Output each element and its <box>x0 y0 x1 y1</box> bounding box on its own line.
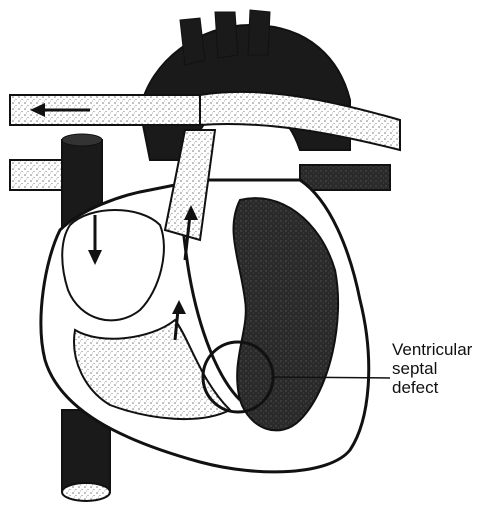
defect-label-line-1: Ventricular <box>392 340 492 359</box>
defect-label-line-2: septal <box>392 359 492 378</box>
pulmonary-vein-lower <box>10 160 62 190</box>
branch-vessel-3 <box>248 10 270 55</box>
branch-vessel-2 <box>215 12 238 58</box>
defect-label: Ventricular septal defect <box>392 340 492 397</box>
pulmonary-vein-right <box>300 165 390 190</box>
callout-leader <box>273 377 390 378</box>
defect-label-line-3: defect <box>392 378 492 397</box>
branch-vessel-1 <box>180 18 205 65</box>
